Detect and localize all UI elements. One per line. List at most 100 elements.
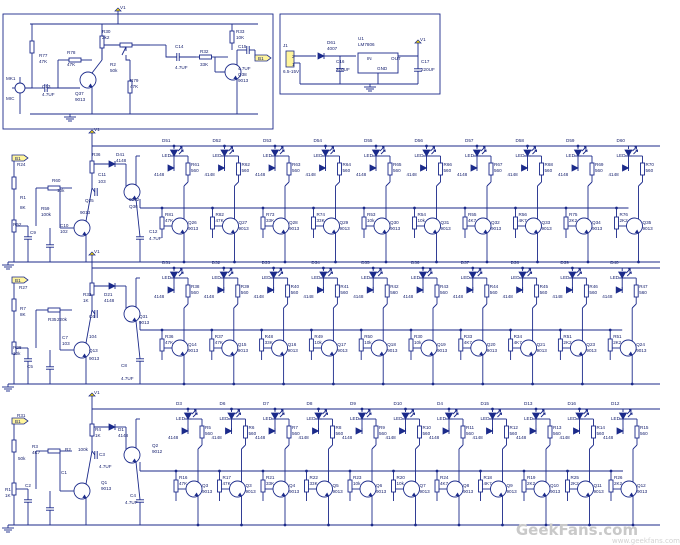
base-resistor-ref: R74 xyxy=(317,212,326,217)
led-ref: D37 xyxy=(461,260,470,265)
stage-label: C2 xyxy=(25,483,31,488)
led-light-arrow xyxy=(278,146,284,152)
led-light-arrow xyxy=(380,149,386,155)
bar-base-resistor xyxy=(408,338,414,352)
resistor-ref: R43 xyxy=(440,284,449,289)
base-resistor-value: 47K xyxy=(179,481,188,486)
wire xyxy=(587,181,593,187)
junction-dot xyxy=(210,328,214,332)
wire xyxy=(234,181,239,187)
led-type: LED xyxy=(437,416,447,421)
led-light-arrow xyxy=(323,412,328,418)
bar-led xyxy=(618,271,627,279)
resistor-ref: R13 xyxy=(553,425,562,430)
junction-dot xyxy=(230,407,233,411)
transistor-arrow xyxy=(230,351,235,356)
stage-label: R28 xyxy=(13,345,22,350)
resistor-value: 560 xyxy=(490,290,498,295)
led-light-arrow xyxy=(235,409,240,415)
junction-dot xyxy=(608,328,612,332)
diode-value: 4148 xyxy=(516,435,527,440)
bar-series-resistor xyxy=(243,425,248,439)
transistor-type: 9013 xyxy=(507,489,518,494)
transistor-arrow xyxy=(329,351,335,356)
bar-diode xyxy=(571,164,579,172)
led-light-arrow xyxy=(278,409,284,415)
junction-dot xyxy=(534,407,538,411)
resistor-ref: R46 xyxy=(589,284,598,289)
net-flag-label: B1 xyxy=(15,278,21,283)
led-ref: D57 xyxy=(465,138,474,143)
vcc-label: V1 xyxy=(420,37,426,42)
bar-led xyxy=(219,271,228,279)
junction-dot xyxy=(630,382,634,386)
bar-led xyxy=(488,412,497,420)
led-ref: D55 xyxy=(364,138,373,143)
junction-dot xyxy=(526,144,529,148)
wire xyxy=(638,181,643,187)
bar-diode xyxy=(267,286,275,294)
transistor-arrow xyxy=(411,492,417,497)
resistor-value: 560 xyxy=(336,431,344,436)
power-label: 6.5-15V xyxy=(283,69,300,74)
base-resistor-ref: R36 xyxy=(165,334,174,339)
resistor-ref: R65 xyxy=(393,162,402,167)
transistor-type: 9013 xyxy=(592,226,603,231)
bar-diode xyxy=(516,286,524,294)
base-resistor-ref: R23 xyxy=(353,475,362,480)
stage-label: C11 xyxy=(98,172,107,177)
led-light-arrow xyxy=(582,149,588,155)
power-label: LM7806 xyxy=(358,42,375,47)
resistor-value: 560 xyxy=(639,290,647,295)
bar-driver-transistor xyxy=(171,217,189,235)
junction-dot xyxy=(485,260,489,264)
led-light-arrow xyxy=(496,409,501,415)
junction-dot xyxy=(566,469,569,473)
led-ref: D7 xyxy=(263,401,269,406)
bar-series-resistor xyxy=(434,284,440,298)
base-resistor-value: 10k xyxy=(418,218,426,223)
stage-label: R27 xyxy=(19,285,28,290)
resistor-ref: R14 xyxy=(597,425,606,430)
bar-base-resistor xyxy=(347,479,353,493)
base-resistor-value: 2K2 xyxy=(569,218,578,223)
transistor-ref: Q32 xyxy=(491,220,500,225)
bar-series-resistor xyxy=(547,425,553,439)
transistor-type: 9013 xyxy=(239,226,250,231)
bar-driver-transistor xyxy=(222,217,239,235)
stage-label: 4K7 xyxy=(32,450,41,455)
base-resistor-ref: R34 xyxy=(514,334,523,339)
resistor-value: 560 xyxy=(510,431,518,436)
led-ref: D15 xyxy=(481,401,490,406)
stage-label: R1 xyxy=(5,487,11,492)
led-type: LED xyxy=(394,416,404,421)
preamp-label: C13 xyxy=(42,84,51,89)
bar-base-resistor xyxy=(304,479,309,493)
bar-base-resistor xyxy=(260,479,266,493)
junction-dot xyxy=(586,260,590,264)
led-light-arrow xyxy=(330,149,335,155)
led-ref: D36 xyxy=(411,260,420,265)
wire xyxy=(631,303,637,309)
led-light-arrow xyxy=(322,409,327,415)
stage-feedback-resistor xyxy=(47,185,61,191)
transistor-type: 9013 xyxy=(246,489,257,494)
bar-diode xyxy=(355,427,363,435)
resistor-ref: R61 xyxy=(191,162,200,167)
diode-value: 4148 xyxy=(356,172,367,177)
resistor-ref: R68 xyxy=(545,162,554,167)
led-ref: D12 xyxy=(611,401,620,406)
led-type: LED xyxy=(212,275,222,280)
junction-dot xyxy=(435,260,438,264)
led-light-arrow xyxy=(576,268,581,274)
resistor-value: 560 xyxy=(640,431,648,436)
base-resistor-ref: R51 xyxy=(563,334,572,339)
base-resistor-ref: R50 xyxy=(364,334,373,339)
transistor-arrow xyxy=(382,229,387,234)
stage-label: 4148 xyxy=(118,433,129,438)
bar-base-resistor xyxy=(458,338,464,352)
resistor-ref: R8 xyxy=(336,425,342,430)
stage-detector-diode xyxy=(108,282,116,290)
preamp-label: MK1 xyxy=(6,76,16,81)
preamp-label: C15 xyxy=(238,44,247,49)
